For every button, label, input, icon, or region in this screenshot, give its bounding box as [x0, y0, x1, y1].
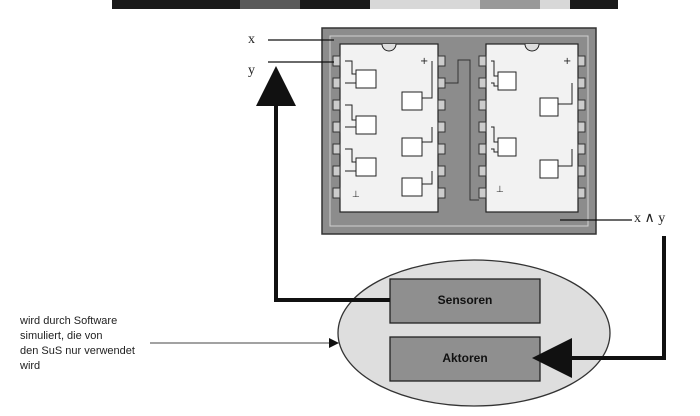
software-note: wird durch Software simuliert, die von d…: [20, 314, 210, 374]
note-line: den SuS nur verwendet: [20, 344, 210, 359]
input-y-label: y: [248, 63, 255, 79]
chip-and: + ⊥: [333, 44, 445, 212]
svg-text:⊥: ⊥: [352, 190, 360, 200]
top-image-strip: [112, 0, 618, 9]
output-label: x ∧ y: [634, 210, 665, 227]
chip-output: + ⊥: [479, 44, 585, 212]
svg-text:+: +: [420, 56, 428, 67]
actors-box-label: Aktoren: [390, 351, 540, 365]
note-line: wird: [20, 359, 210, 374]
svg-text:+: +: [563, 56, 571, 67]
sensors-box-label: Sensoren: [390, 293, 540, 307]
note-line: simuliert, die von: [20, 329, 210, 344]
note-line: wird durch Software: [20, 314, 210, 329]
io-ellipse: [338, 260, 610, 406]
svg-text:⊥: ⊥: [496, 185, 504, 195]
input-x-label: x: [248, 32, 255, 48]
